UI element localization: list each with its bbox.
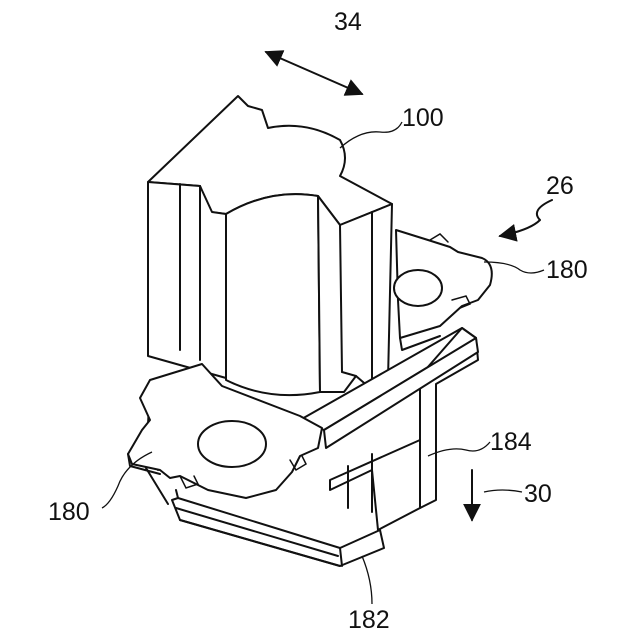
left-tab-hole: [198, 421, 266, 467]
leader-180-right: [484, 262, 544, 273]
label-182: 182: [348, 606, 390, 634]
label-180-right: 180: [546, 256, 588, 284]
label-34: 34: [334, 8, 362, 36]
label-180-left: 180: [48, 498, 90, 526]
right-tab: [394, 230, 492, 350]
leader-100: [340, 122, 402, 148]
leader-182: [362, 556, 372, 604]
leader-184: [428, 442, 490, 456]
label-26: 26: [546, 172, 574, 200]
assembly-arrow-26: [500, 200, 552, 236]
label-184: 184: [490, 428, 532, 456]
right-tab-hole: [394, 270, 442, 306]
label-30: 30: [524, 480, 552, 508]
direction-arrow-34: [266, 52, 362, 94]
main-block: [148, 96, 392, 395]
leader-30: [484, 490, 522, 492]
label-100: 100: [402, 104, 444, 132]
